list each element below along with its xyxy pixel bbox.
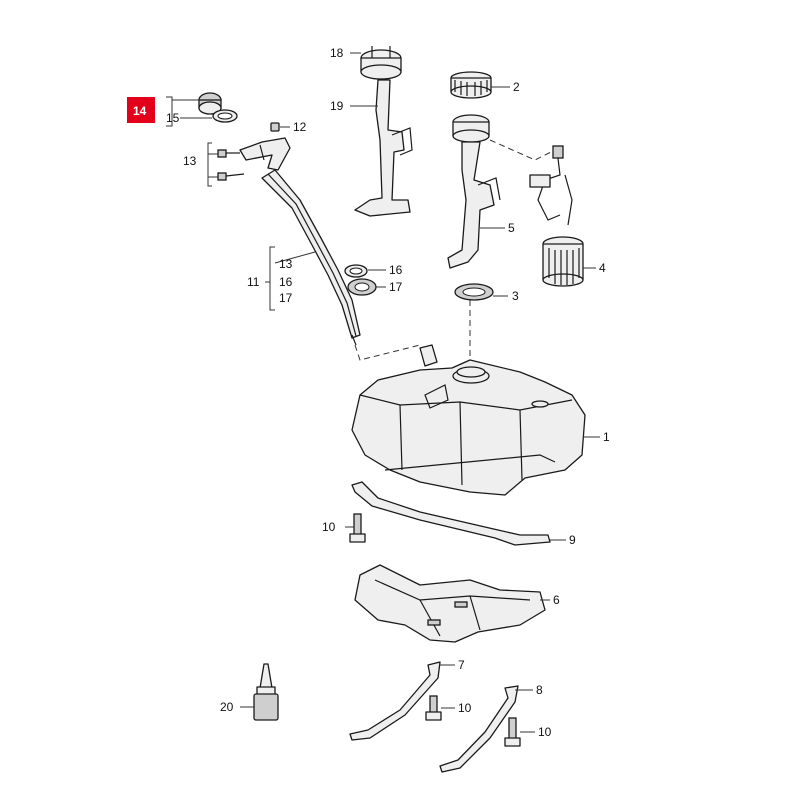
label-16-left[interactable]: 16 <box>279 275 293 289</box>
fuel-pump-part-4[interactable] <box>529 145 584 287</box>
tank-strap-part-9[interactable] <box>351 481 551 546</box>
grommet-part-17[interactable] <box>347 278 377 296</box>
label-12[interactable]: 12 <box>293 120 307 134</box>
label-20[interactable]: 20 <box>220 700 234 714</box>
grommet-part-16[interactable] <box>344 264 368 278</box>
adhesive-bottle-part-20[interactable] <box>253 663 279 721</box>
nut-part[interactable] <box>270 122 280 132</box>
label-4[interactable]: 4 <box>599 261 606 275</box>
fuel-tank-part-1[interactable] <box>351 344 586 496</box>
sender-seal-part-3[interactable] <box>454 283 494 301</box>
cap-seal-part[interactable] <box>212 109 238 123</box>
label-10-lower[interactable]: 10 <box>538 725 552 739</box>
label-15[interactable]: 15 <box>166 111 180 125</box>
label-19[interactable]: 19 <box>330 99 344 113</box>
fuel-sender-part-5[interactable] <box>447 114 501 269</box>
label-7[interactable]: 7 <box>458 658 465 672</box>
strap-part-7[interactable] <box>349 661 441 741</box>
label-10-upper[interactable]: 10 <box>322 520 336 534</box>
locking-ring-part-2[interactable] <box>450 71 492 99</box>
transfer-unit-part-19[interactable] <box>354 79 413 217</box>
assembly-line-filler <box>354 344 421 361</box>
label-13-upper[interactable]: 13 <box>183 154 197 168</box>
screw-part-lower[interactable] <box>217 172 245 181</box>
bolt-part-10-upper[interactable] <box>349 513 366 543</box>
label-2[interactable]: 2 <box>513 80 520 94</box>
bolt-part-10-middle[interactable] <box>425 695 442 721</box>
assembly-line-pump <box>489 139 556 161</box>
label-8[interactable]: 8 <box>536 683 543 697</box>
label-3[interactable]: 3 <box>512 289 519 303</box>
highlight-box-14 <box>127 97 155 123</box>
screw-part-upper[interactable] <box>217 149 240 158</box>
label-16-right[interactable]: 16 <box>389 263 403 277</box>
label-17-left[interactable]: 17 <box>279 291 293 305</box>
heat-shield-part-6[interactable] <box>354 564 546 643</box>
flange-part-18[interactable] <box>360 46 402 80</box>
filler-cap-part[interactable] <box>198 92 222 115</box>
filler-neck-pipe-part[interactable] <box>261 169 361 346</box>
label-9[interactable]: 9 <box>569 533 576 547</box>
bolt-part-10-lower[interactable] <box>504 717 521 747</box>
leader-lines <box>166 52 600 733</box>
label-6[interactable]: 6 <box>553 593 560 607</box>
label-11[interactable]: 11 <box>247 275 260 289</box>
label-17-right[interactable]: 17 <box>389 280 403 294</box>
strap-part-8[interactable] <box>439 685 519 773</box>
label-13-lower[interactable]: 13 <box>279 257 293 271</box>
label-10-middle[interactable]: 10 <box>458 701 472 715</box>
label-1[interactable]: 1 <box>603 430 610 444</box>
label-18[interactable]: 18 <box>330 46 344 60</box>
filler-bracket-part[interactable] <box>239 137 291 171</box>
label-14[interactable]: 14 <box>133 104 147 118</box>
label-5[interactable]: 5 <box>508 221 515 235</box>
